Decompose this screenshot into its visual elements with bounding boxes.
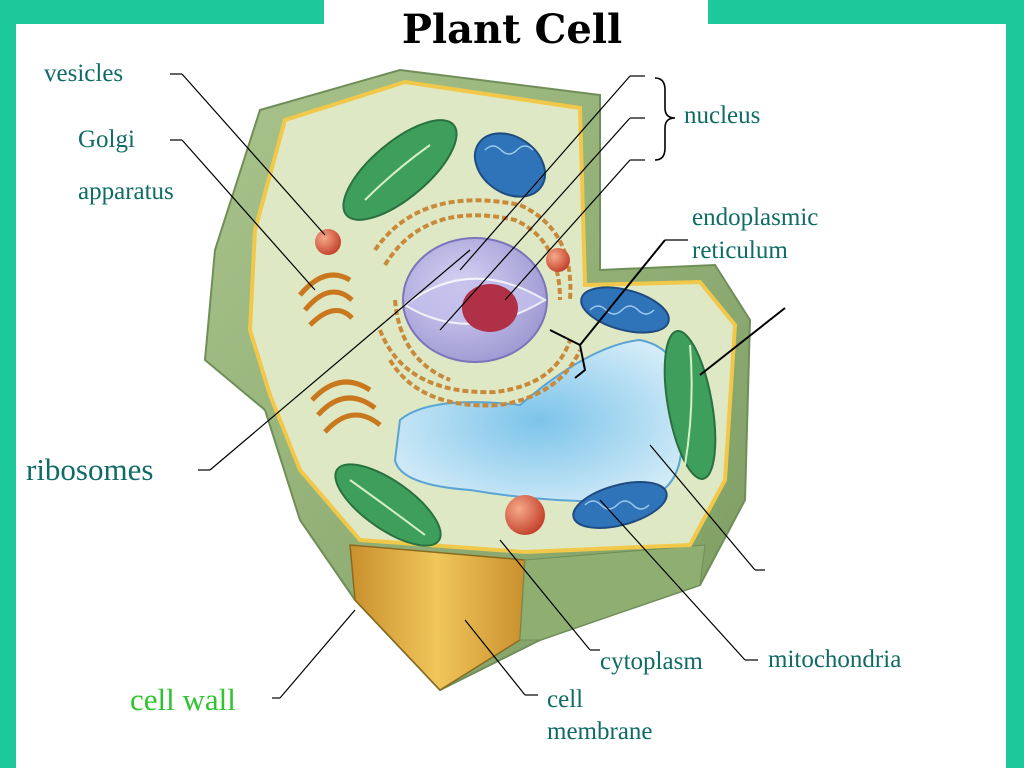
chloroplasts — [334, 119, 717, 547]
label-membrane: membrane — [547, 718, 653, 745]
label-mitochondria: mitochondria — [768, 646, 902, 673]
mitochondrion — [473, 132, 547, 198]
chloroplast — [663, 330, 717, 480]
label-cell: cell — [547, 686, 584, 713]
label-endoplasmic: endoplasmic — [692, 204, 819, 231]
nucleolus — [462, 284, 518, 332]
vesicle — [505, 495, 545, 535]
vesicles-group — [315, 229, 570, 535]
label-apparatus: apparatus — [78, 178, 174, 205]
label-ribosomes: ribosomes — [26, 452, 154, 487]
frame-right-border — [1006, 0, 1024, 768]
mitochondrion — [580, 286, 670, 334]
vesicle — [315, 229, 341, 255]
mitochondria-group — [473, 132, 670, 529]
label-cell-wall: cell wall — [130, 682, 236, 717]
frame-top-right-bar — [708, 0, 1024, 24]
diagram-title: Plant Cell — [401, 6, 623, 53]
leader-lines — [170, 73, 786, 699]
label-cytoplasm: cytoplasm — [600, 648, 703, 675]
chloroplast — [334, 463, 442, 547]
label-golgi: Golgi — [78, 126, 135, 153]
label-nucleus: nucleus — [684, 102, 761, 129]
nucleus — [402, 237, 548, 363]
label-vesicles: vesicles — [44, 60, 124, 87]
frame-left-border — [0, 0, 16, 768]
vesicle — [546, 248, 570, 272]
golgi-apparatus — [298, 272, 382, 434]
mitochondrion — [572, 481, 668, 529]
label-reticulum: reticulum — [692, 237, 788, 264]
frame-top-left-bar — [0, 0, 324, 24]
